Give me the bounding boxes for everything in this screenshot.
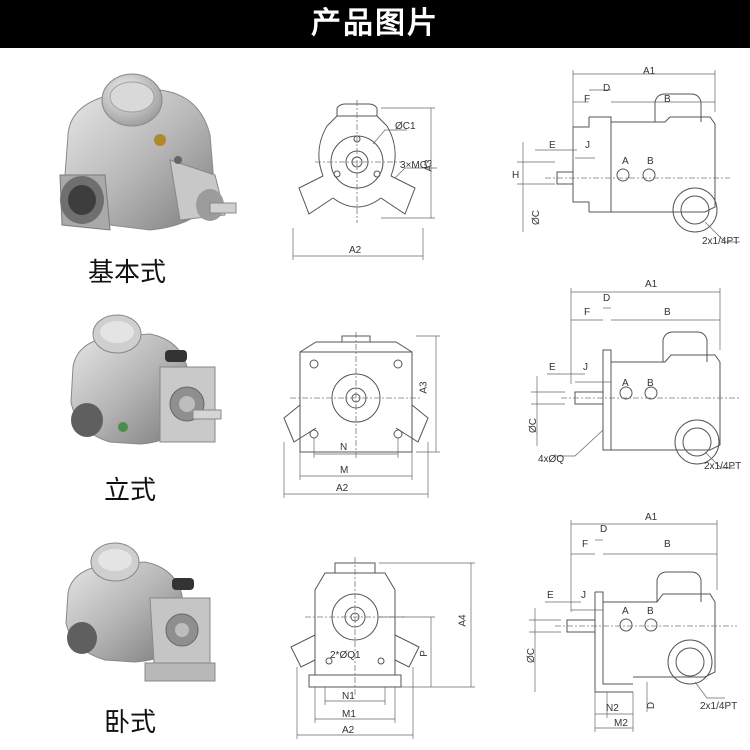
variant-label-basic: 基本式 bbox=[88, 258, 167, 288]
front-label-n1: N1 bbox=[342, 691, 355, 702]
front-drawing-vertical bbox=[283, 332, 440, 498]
side-drawing-horizontal bbox=[529, 520, 737, 732]
side-label-a1: A1 bbox=[643, 66, 656, 77]
front-label-a3: A3 bbox=[423, 159, 435, 172]
side-label-e: E bbox=[549, 362, 556, 373]
variant-label-vertical: 立式 bbox=[104, 476, 157, 506]
header-bar bbox=[0, 0, 750, 48]
side-label-a1: A1 bbox=[645, 512, 658, 523]
page-title: 产品图片 bbox=[311, 6, 439, 41]
side-label-port-b: B bbox=[647, 378, 654, 389]
side-label-pt: 2x1/4PT bbox=[704, 461, 742, 472]
side-label-c: ØC bbox=[526, 648, 537, 663]
side-label-b: B bbox=[664, 94, 671, 105]
side-label-b: B bbox=[664, 539, 671, 550]
side-label-d: D bbox=[600, 524, 608, 535]
front-label-a2: A2 bbox=[342, 725, 355, 736]
front-label-mg: 3×MG bbox=[400, 160, 428, 171]
side-label-port-a: A bbox=[622, 378, 629, 389]
side-label-e: E bbox=[547, 590, 554, 601]
side-label-j: J bbox=[581, 590, 586, 601]
side-label-pt: 2x1/4PT bbox=[702, 236, 740, 247]
side-label-port-a: A bbox=[622, 156, 629, 167]
side-label-b: B bbox=[664, 307, 671, 318]
side-drawing-basic bbox=[517, 70, 740, 243]
side-label-d: D bbox=[603, 83, 611, 94]
side-label-f: F bbox=[584, 94, 591, 105]
side-label-a1: A1 bbox=[645, 279, 658, 290]
side-label-d: D bbox=[603, 293, 611, 304]
front-drawing-basic bbox=[292, 100, 437, 260]
front-label-m1: M1 bbox=[342, 709, 356, 720]
variant-label-horizontal: 卧式 bbox=[104, 708, 157, 738]
side-label-pt: 2x1/4PT bbox=[700, 701, 738, 712]
side-label-n2: N2 bbox=[606, 703, 619, 714]
front-label-m: M bbox=[340, 465, 349, 476]
side-label-c: ØC bbox=[528, 418, 539, 433]
side-label-port-b: B bbox=[647, 156, 654, 167]
front-label-a2: A2 bbox=[349, 245, 362, 256]
photo-vertical-motor bbox=[70, 314, 222, 445]
side-label-j: J bbox=[585, 140, 590, 151]
front-label-n: N bbox=[340, 442, 348, 453]
photo-basic-motor bbox=[59, 73, 237, 231]
side-label-q: 4xØQ bbox=[538, 454, 565, 465]
side-label-port-b: B bbox=[647, 606, 654, 617]
front-label-a2: A2 bbox=[336, 483, 349, 494]
side-label-port-a: A bbox=[622, 606, 629, 617]
side-label-f: F bbox=[582, 539, 589, 550]
front-label-p: P bbox=[418, 650, 430, 657]
side-label-c: ØC bbox=[531, 210, 542, 225]
front-label-c1: ØC1 bbox=[395, 121, 416, 132]
photo-horizontal-motor bbox=[65, 542, 216, 682]
side-label-f: F bbox=[584, 307, 591, 318]
side-drawing-vertical bbox=[531, 288, 740, 469]
side-label-j: J bbox=[583, 362, 588, 373]
front-label-a3: A3 bbox=[418, 381, 430, 394]
side-label-e: E bbox=[549, 140, 556, 151]
front-drawing-horizontal bbox=[290, 557, 475, 739]
side-label-h: H bbox=[512, 170, 520, 181]
front-label-a4: A4 bbox=[457, 614, 469, 627]
side-label-d2: D bbox=[646, 701, 658, 710]
side-label-m2: M2 bbox=[614, 718, 628, 729]
front-label-q1: 2*ØQ1 bbox=[330, 650, 361, 661]
